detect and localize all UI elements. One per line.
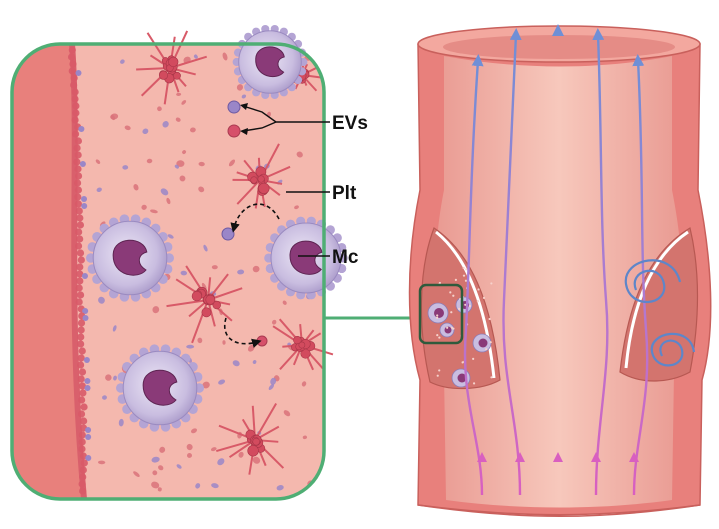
label-plt: Plt xyxy=(332,183,357,204)
blood-vessel-section xyxy=(410,26,711,516)
label-evs: EVs xyxy=(332,113,368,134)
monocyte-cell-icon xyxy=(428,303,448,323)
label-mc: Mc xyxy=(332,247,359,268)
monocyte-cell-icon xyxy=(473,334,491,352)
monocyte-cell-icon xyxy=(440,323,454,337)
monocyte-cell-icon xyxy=(456,297,472,313)
